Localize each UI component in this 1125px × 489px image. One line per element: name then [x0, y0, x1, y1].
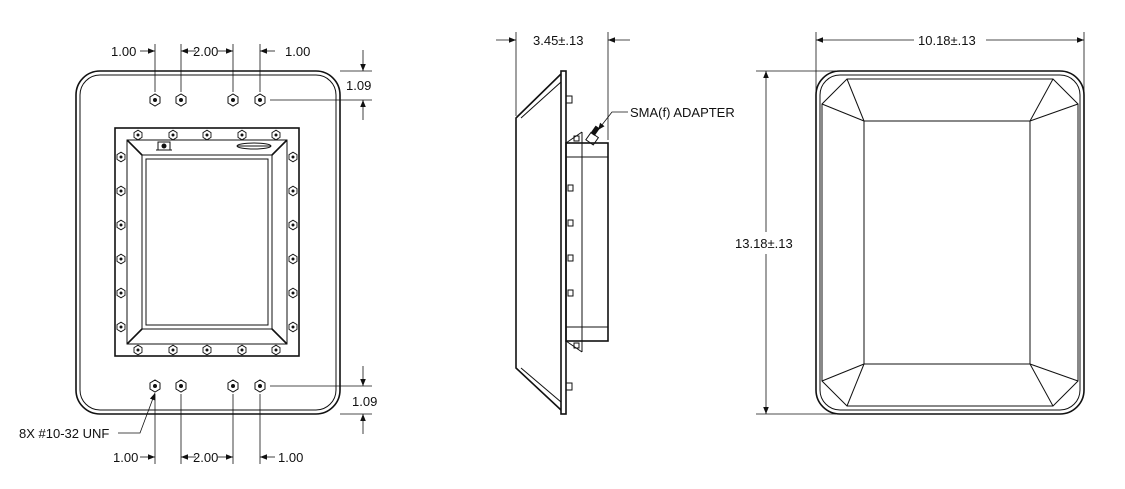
front-view: 1.00 2.00 1.00 1.09 1.09 1.00 2.00 1.00 … — [19, 44, 377, 465]
feed-housing — [565, 142, 609, 342]
horn-mouth — [821, 78, 1079, 407]
top-dim-left: 1.00 — [111, 44, 136, 59]
aperture-flange — [114, 127, 300, 357]
top-dim-middle: 2.00 — [193, 44, 218, 59]
top-dim-right: 1.00 — [285, 44, 310, 59]
side-view: SMA(f) ADAPTER 3.45±.13 — [496, 32, 735, 415]
sma-adapter-side — [585, 125, 600, 146]
depth-dim: 3.45±.13 — [533, 33, 584, 48]
top-offset-dim: 1.09 — [346, 78, 371, 93]
rear-view: 10.18±.13 13.18±.13 — [735, 32, 1085, 415]
rear-plate-outline — [815, 70, 1085, 415]
width-dim: 10.18±.13 — [918, 33, 976, 48]
hole-callout: 8X #10-32 UNF — [19, 426, 109, 441]
height-dim: 13.18±.13 — [735, 236, 793, 251]
label-plate — [236, 142, 272, 150]
sma-connector-front — [156, 141, 172, 151]
front-plate-outline — [75, 70, 341, 415]
bottom-dim-right: 1.00 — [278, 450, 303, 465]
sma-adapter-callout: SMA(f) ADAPTER — [630, 105, 735, 120]
bottom-dim-middle: 2.00 — [193, 450, 218, 465]
bottom-offset-dim: 1.09 — [352, 394, 377, 409]
horn-throat — [863, 120, 1031, 365]
horn-flare — [515, 73, 562, 411]
bottom-dim-left: 1.00 — [113, 450, 138, 465]
